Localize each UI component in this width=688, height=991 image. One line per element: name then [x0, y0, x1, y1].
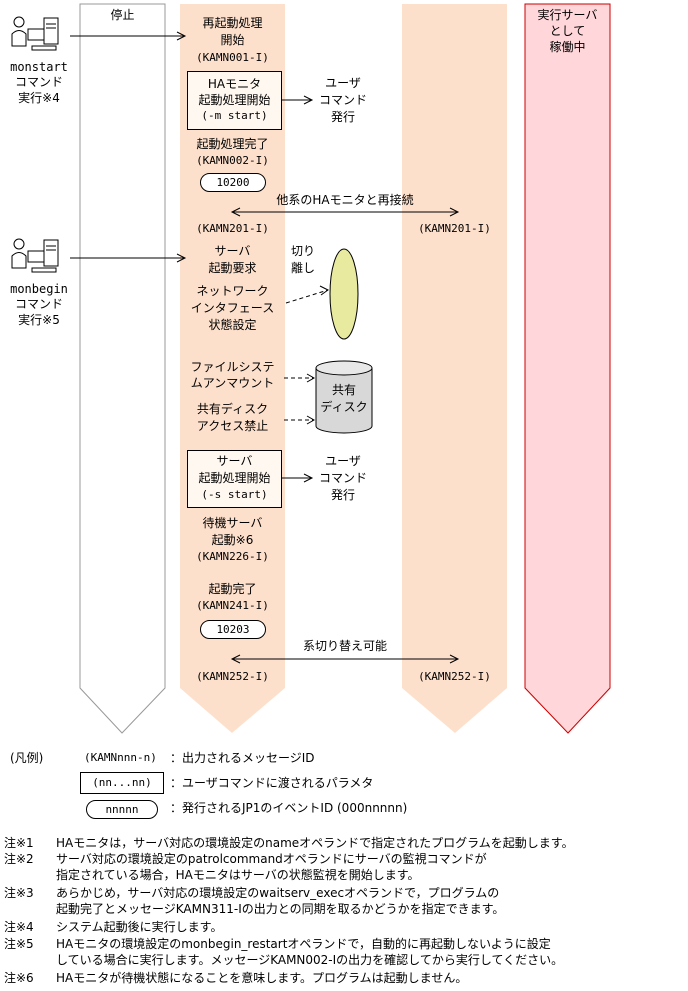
user-cmd-2-line-2: コマンド: [318, 471, 367, 485]
lane-active-line-3: 稼働中: [549, 40, 586, 54]
detach-line-2: 離し: [291, 261, 316, 275]
monbegin-label-3: 実行※5: [18, 313, 60, 327]
note-1-line-1: HAモニタは，サーバ対応の環境設定のnameオペランドで指定されたプログラムを起…: [56, 836, 574, 850]
restart-processing-1: 再起動処理: [202, 16, 263, 30]
server-box-line-1: サーバ: [216, 454, 253, 468]
fs-unmount-2: ムアンマウント: [190, 376, 275, 390]
restart-complete: 起動処理完了: [196, 137, 269, 151]
note-6-line-1: HAモニタが待機状態になることを意味します。プログラムは起動しません。: [56, 971, 468, 985]
network-setting-1: ネットワーク: [196, 284, 269, 298]
detach-ellipse: [329, 248, 359, 340]
network-setting-3: 状態設定: [208, 318, 257, 332]
note-5-num: 注※5: [4, 937, 34, 951]
disk-deny-2: アクセス禁止: [196, 419, 269, 433]
legend-msg-sample: (KAMNnnn-n): [84, 751, 157, 764]
note-3-line-2: 起動完了とメッセージKAMN311-Iの出力との同期を取るかどうかを指定できます…: [56, 902, 505, 916]
note-2: 注※2 サーバ対応の環境設定のpatrolcommandオペランドにサーバの監視コ…: [4, 852, 487, 866]
note-4-num: 注※4: [4, 920, 34, 934]
monbegin-label: monbegin: [10, 282, 68, 296]
lane-other-ha: [402, 4, 507, 733]
msg-kamn241: (KAMN241-I): [196, 599, 269, 612]
msg-kamn252-right: (KAMN252-I): [418, 670, 491, 683]
shared-disk-label-1: 共有: [331, 383, 356, 397]
fs-unmount-1: ファイルシステ: [190, 360, 275, 374]
shared-disk-label-2: ディスク: [320, 400, 368, 414]
msg-kamn001: (KAMN001-I): [196, 51, 269, 64]
standby-start-2: 起動※6: [211, 533, 254, 547]
monstart-label: monstart: [10, 60, 68, 74]
note-5-line-2: している場合に実行します。メッセージKAMN002-Iの出力を確認してから実行し…: [56, 953, 564, 967]
note-5-line-1: HAモニタの環境設定のmonbegin_restartオペランドで，自動的に再起…: [56, 937, 551, 951]
note-3: 注※3 あらかじめ，サーバ対応の環境設定のwaitserv_execオペランドで，…: [4, 886, 499, 900]
note-1: 注※1 HAモニタは，サーバ対応の環境設定のnameオペランドで指定されたプログラ…: [4, 836, 574, 850]
user-cmd-1-line-1: ユーザ: [325, 76, 361, 90]
lane-stop: [79, 3, 166, 734]
ha-box-line-3: (-m start): [201, 109, 268, 122]
msg-kamn201-left: (KAMN201-I): [196, 222, 269, 235]
msg-kamn002: (KAMN002-I): [196, 154, 269, 167]
note-5-cont: している場合に実行します。メッセージKAMN002-Iの出力を確認してから実行し…: [4, 953, 563, 967]
network-setting-2: インタフェース: [190, 301, 275, 315]
user-cmd-2-line-1: ユーザ: [325, 454, 361, 468]
monstart-label-2: コマンド: [14, 75, 63, 89]
server-start-req-1: サーバ: [214, 244, 251, 258]
note-3-num: 注※3: [4, 886, 34, 900]
monstart-label-3: 実行※4: [18, 91, 60, 105]
server-box-line-2: 起動処理開始: [198, 471, 271, 485]
lane-active-server: [524, 3, 611, 734]
server-box-line-3: (-s start): [201, 488, 268, 501]
server-start-req-2: 起動要求: [208, 261, 257, 275]
note-2-cont: 指定されている場合，HAモニタはサーバの状態監視を開始します。: [4, 868, 420, 882]
user-cmd-1-line-2: コマンド: [318, 93, 367, 107]
dash-network: [285, 289, 329, 304]
note-3-line-1: あらかじめ，サーバ対応の環境設定のwaitserv_execオペランドで，プログ…: [56, 886, 500, 900]
legend-title: (凡例): [10, 751, 44, 765]
ha-start-box: [187, 71, 282, 130]
legend-param-box: [80, 772, 164, 794]
legend-event-sample: nnnnn: [86, 800, 158, 819]
note-1-num: 注※1: [4, 836, 34, 850]
legend-event-desc: ：発行されるJP1のイベントID (000nnnnn): [170, 801, 408, 815]
switch-possible-label: 系切り替え可能: [302, 639, 387, 653]
detach-line-1: 切り: [291, 244, 316, 258]
user-cmd-2-line-3: 発行: [330, 488, 355, 502]
lane-active-line-1: 実行サーバ: [537, 8, 598, 22]
user-terminal-icon-1: [11, 16, 59, 51]
note-6: 注※6 HAモニタが待機状態になることを意味します。プログラムは起動しません。: [4, 971, 467, 985]
msg-kamn252-left: (KAMN252-I): [196, 670, 269, 683]
reconnect-label: 他系のHAモニタと再接続: [276, 193, 414, 207]
standby-start-1: 待機サーバ: [202, 516, 263, 530]
lane-active-line-2: として: [549, 24, 586, 38]
note-6-num: 注※6: [4, 971, 34, 985]
note-3-cont: 起動完了とメッセージKAMN311-Iの出力との同期を取るかどうかを指定できます…: [4, 902, 504, 916]
note-5: 注※5 HAモニタの環境設定のmonbegin_restartオペランドで，自動的…: [4, 937, 551, 951]
legend-msg-desc: ：出力されるメッセージID: [170, 751, 315, 765]
event-id-10203: 10203: [200, 620, 266, 639]
note-2-num: 注※2: [4, 852, 34, 866]
note-4-line-1: システム起動後に実行します。: [56, 920, 223, 934]
note-2-line-2: 指定されている場合，HAモニタはサーバの状態監視を開始します。: [56, 868, 420, 882]
note-2-line-1: サーバ対応の環境設定のpatrolcommandオペランドにサーバの監視コマンド…: [56, 852, 487, 866]
msg-kamn226: (KAMN226-I): [196, 550, 269, 563]
shared-disk-icon: [315, 360, 373, 434]
legend-param-desc: ：ユーザコマンドに渡されるパラメタ: [170, 776, 374, 790]
disk-deny-1: 共有ディスク: [196, 402, 269, 416]
user-cmd-1-line-3: 発行: [330, 110, 355, 124]
note-4: 注※4 システム起動後に実行します。: [4, 920, 222, 934]
monbegin-label-2: コマンド: [14, 297, 63, 311]
legend-param-sample: (nn...nn): [92, 776, 152, 789]
ha-box-line-2: 起動処理開始: [198, 93, 271, 107]
event-id-10200: 10200: [200, 173, 266, 192]
ha-box-line-1: HAモニタ: [207, 77, 262, 91]
msg-kamn201-right: (KAMN201-I): [418, 222, 491, 235]
start-complete: 起動完了: [208, 582, 257, 596]
user-terminal-icon-2: [11, 238, 59, 273]
lane-stop-label: 停止: [110, 8, 135, 22]
restart-processing-2: 開始: [220, 33, 245, 47]
server-start-box: [187, 450, 282, 508]
